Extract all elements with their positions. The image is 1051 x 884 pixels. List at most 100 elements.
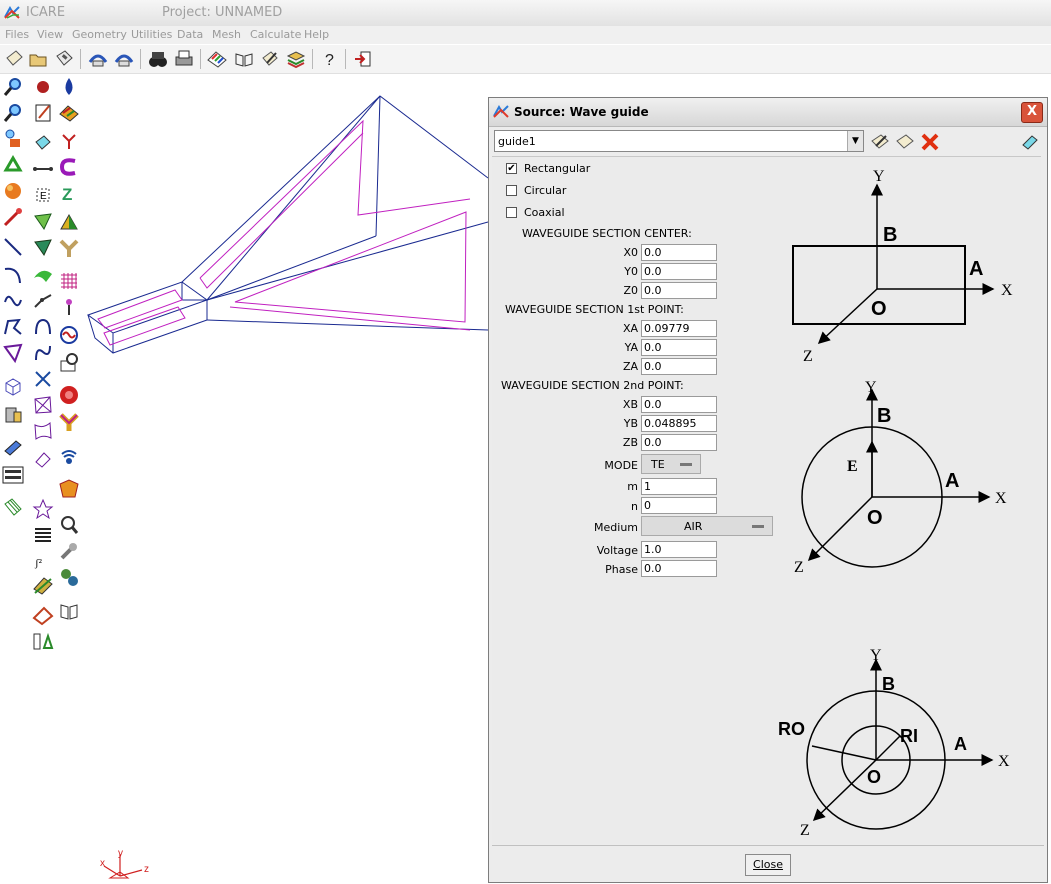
wave-icon[interactable]	[58, 324, 80, 346]
zoom-in-icon[interactable]	[2, 76, 24, 98]
close-button[interactable]: Close	[745, 854, 791, 876]
spline-icon[interactable]	[2, 290, 24, 312]
z-axis-icon[interactable]: Z	[58, 182, 80, 204]
target-icon[interactable]	[58, 384, 80, 406]
modes-elems-icon[interactable]	[2, 464, 24, 486]
new-file-icon[interactable]	[3, 48, 25, 70]
rectangular-checkbox[interactable]: ✔	[506, 163, 517, 174]
y-junction-icon[interactable]	[58, 238, 80, 260]
xb-field[interactable]: 0.0	[641, 396, 717, 413]
z0-field[interactable]: 0.0	[641, 282, 717, 299]
edit-guide-icon[interactable]	[869, 131, 891, 153]
radiation-icon[interactable]	[58, 478, 80, 500]
twist-surface-icon[interactable]	[32, 394, 54, 416]
menu-view[interactable]: View	[37, 28, 64, 41]
phase-field[interactable]: 0.0	[641, 560, 717, 577]
wand-icon[interactable]	[2, 206, 24, 228]
formula-icon[interactable]: ʃ²	[32, 550, 54, 572]
eraser-icon[interactable]	[2, 436, 24, 458]
menu-geometry[interactable]: Geometry	[72, 28, 127, 41]
circular-checkbox[interactable]	[506, 185, 517, 196]
signal-icon[interactable]	[58, 446, 80, 468]
polygon-icon[interactable]	[32, 210, 54, 232]
loop-icon[interactable]	[32, 316, 54, 338]
ruler-icon[interactable]	[32, 604, 54, 626]
m-field[interactable]: 1	[641, 478, 717, 495]
rotate-left-icon[interactable]	[87, 48, 109, 70]
color-surface-icon[interactable]	[58, 102, 80, 124]
rotate-right-icon[interactable]	[113, 48, 135, 70]
book-open-icon[interactable]	[233, 48, 255, 70]
print-icon[interactable]	[173, 48, 195, 70]
drop-icon[interactable]	[58, 76, 80, 98]
dialog-close-icon[interactable]: X	[1021, 102, 1043, 123]
chevron-down-icon[interactable]: ▼	[847, 131, 863, 151]
polyline-icon[interactable]	[2, 316, 24, 338]
xa-field[interactable]: 0.09779	[641, 320, 717, 337]
extrude-icon[interactable]	[32, 448, 54, 470]
voltage-field[interactable]: 1.0	[641, 541, 717, 558]
menu-utilities[interactable]: Utilities	[131, 28, 173, 41]
gears-icon[interactable]	[58, 566, 80, 588]
magnet-icon[interactable]	[58, 156, 80, 178]
inspect-icon[interactable]	[58, 514, 80, 536]
menu-files[interactable]: Files	[5, 28, 30, 41]
cube-icon[interactable]	[2, 376, 24, 398]
zb-field[interactable]: 0.0	[641, 434, 717, 451]
guide-select[interactable]: guide1 ▼	[494, 130, 864, 152]
x0-field[interactable]: 0.0	[641, 244, 717, 261]
triangle-ruler-icon[interactable]	[32, 630, 54, 652]
menu-help[interactable]: Help	[304, 28, 330, 41]
binoculars-icon[interactable]	[147, 48, 169, 70]
arc-icon[interactable]	[2, 264, 24, 286]
point-icon[interactable]	[32, 76, 54, 98]
surface-icon[interactable]	[2, 342, 24, 364]
palette-icon[interactable]	[206, 48, 228, 70]
ya-field[interactable]: 0.0	[641, 339, 717, 356]
line-icon[interactable]	[2, 236, 24, 258]
mesh-grid-icon[interactable]	[2, 496, 24, 518]
curved-surface-icon[interactable]	[32, 264, 54, 286]
recycle-icon[interactable]	[2, 154, 24, 176]
za-field[interactable]: 0.0	[641, 358, 717, 375]
exit-icon[interactable]	[352, 48, 374, 70]
axis-y-icon[interactable]	[58, 130, 80, 152]
polygon-fill-icon[interactable]	[32, 236, 54, 258]
cylinder-icon[interactable]	[2, 404, 24, 426]
medium-select[interactable]: AIR	[641, 516, 773, 536]
n-field[interactable]: 0	[641, 497, 717, 514]
cut-icon[interactable]	[32, 368, 54, 390]
wrench-icon[interactable]	[58, 540, 80, 562]
box-tool-icon[interactable]	[32, 132, 54, 154]
sphere-icon[interactable]	[2, 180, 24, 202]
antenna-icon[interactable]	[58, 296, 80, 318]
mode-select[interactable]: TE	[641, 454, 701, 474]
save-disk-icon[interactable]	[53, 48, 75, 70]
grid-mesh-icon[interactable]	[58, 270, 80, 292]
edit-icon[interactable]	[259, 48, 281, 70]
help-icon[interactable]: ?	[318, 48, 340, 70]
path-icon[interactable]	[32, 342, 54, 364]
lines-list-icon[interactable]	[32, 524, 54, 546]
menu-data[interactable]: Data	[177, 28, 204, 41]
layers-icon[interactable]	[285, 48, 307, 70]
manual-icon[interactable]	[58, 600, 80, 622]
viewport-3d[interactable]	[86, 74, 1051, 884]
y0-field[interactable]: 0.0	[641, 263, 717, 280]
zoom-window-icon[interactable]	[2, 128, 24, 150]
open-folder-icon[interactable]	[27, 48, 49, 70]
edge-label-icon[interactable]: E	[32, 184, 54, 206]
new-guide-icon[interactable]	[894, 131, 916, 153]
coaxial-checkbox[interactable]	[506, 207, 517, 218]
notepad-icon[interactable]	[32, 102, 54, 124]
yb-field[interactable]: 0.048895	[641, 415, 717, 432]
solid-icon[interactable]	[58, 212, 80, 234]
warp-surface-icon[interactable]	[32, 420, 54, 442]
menu-calculate[interactable]: Calculate	[250, 28, 302, 41]
menu-mesh[interactable]: Mesh	[212, 28, 241, 41]
eraser-tool-icon[interactable]	[1019, 131, 1041, 153]
dimension-icon[interactable]	[32, 158, 54, 180]
y-splitter-icon[interactable]	[58, 412, 80, 434]
find-icon[interactable]	[58, 352, 80, 374]
delete-guide-icon[interactable]	[919, 131, 941, 153]
